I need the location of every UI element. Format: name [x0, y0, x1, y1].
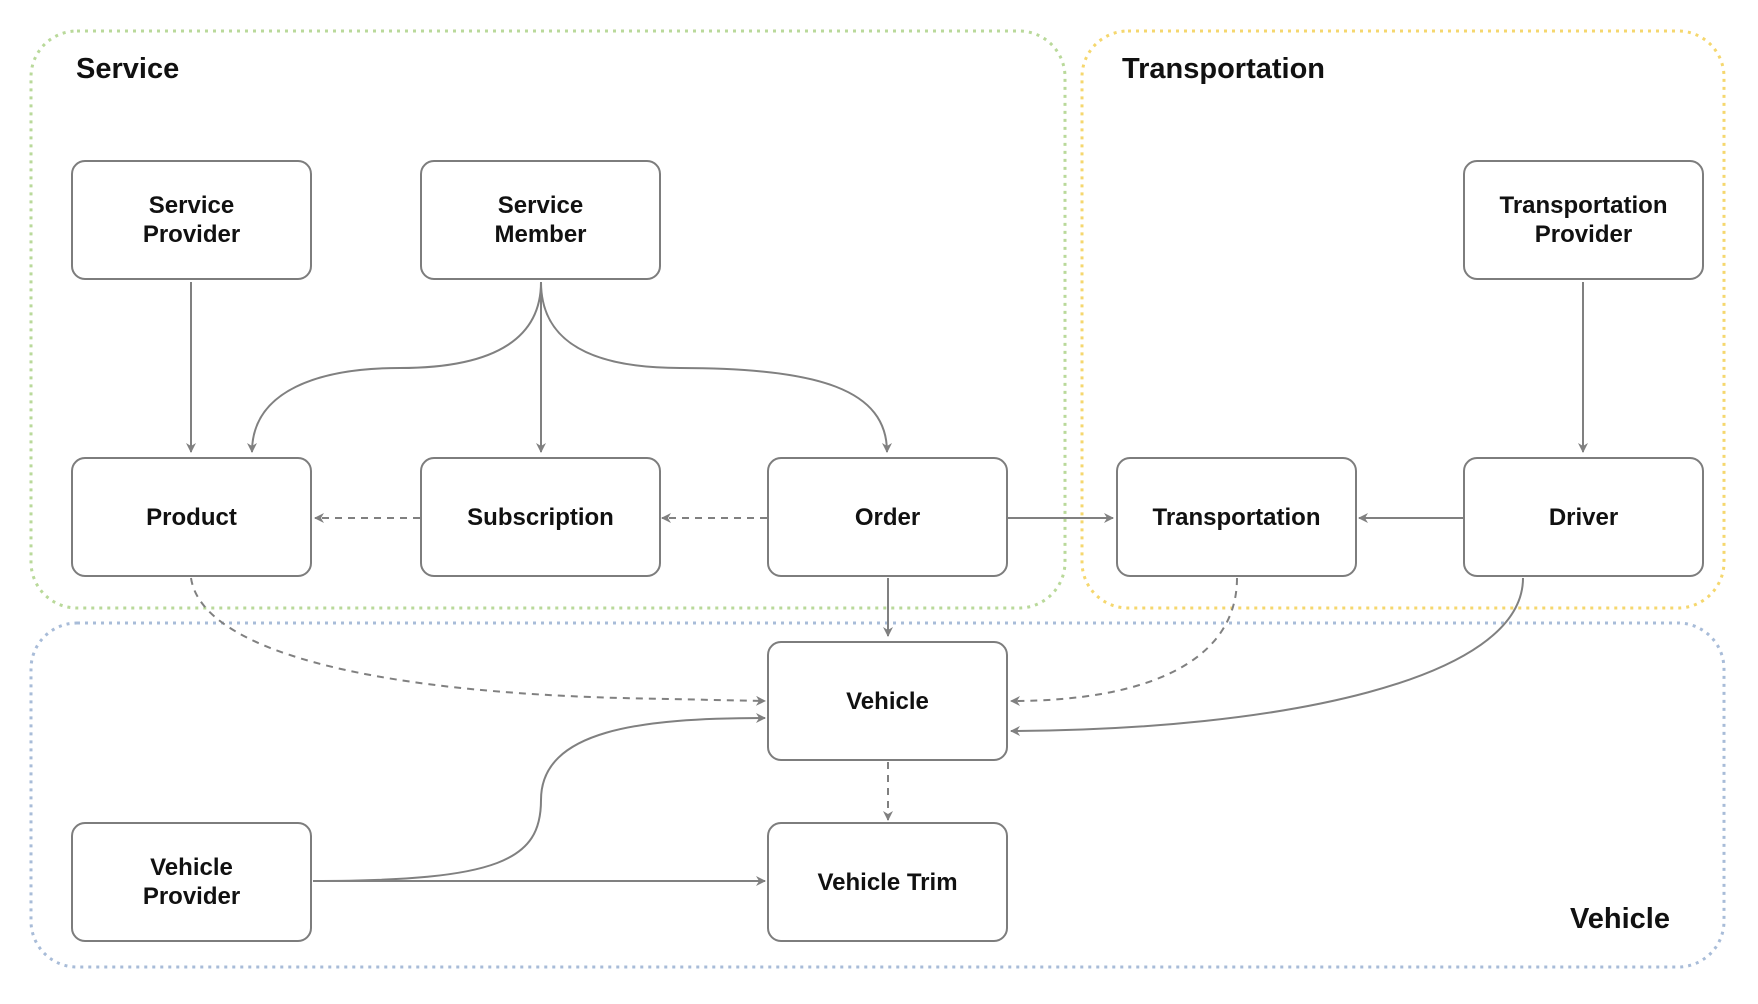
- node-label: Order: [854, 503, 921, 531]
- group-label-transportation: Transportation: [1122, 53, 1326, 85]
- edge-product-to-vehicle: [190, 577, 766, 706]
- node-label: Driver: [1548, 503, 1619, 531]
- edge-driver-to-vehicle: [1010, 577, 1524, 736]
- node-transportation[interactable]: Transportation: [1116, 457, 1357, 577]
- node-transportation-provider[interactable]: Transportation Provider: [1463, 160, 1704, 280]
- node-service-provider[interactable]: Service Provider: [71, 160, 312, 280]
- node-label: Vehicle Provider: [142, 854, 241, 910]
- node-label: Transportation Provider: [1499, 192, 1668, 248]
- group-vehicle-frame: [29, 621, 1726, 969]
- node-label: Product: [146, 503, 237, 531]
- node-order[interactable]: Order: [767, 457, 1008, 577]
- edge-vehicle-provider-to-vehicle: [312, 713, 766, 882]
- node-driver[interactable]: Driver: [1463, 457, 1704, 577]
- group-label-service: Service: [76, 53, 180, 85]
- node-label: Transportation: [1152, 503, 1321, 531]
- node-subscription[interactable]: Subscription: [420, 457, 661, 577]
- group-label-vehicle: Vehicle: [1570, 903, 1670, 935]
- group-transportation-frame: [1080, 29, 1726, 610]
- edge-service-member-to-order: [540, 281, 892, 453]
- node-label: Service Member: [494, 192, 587, 248]
- edge-transportation-to-vehicle: [1010, 577, 1238, 706]
- node-label: Vehicle: [846, 687, 929, 715]
- node-label: Subscription: [467, 503, 614, 531]
- node-service-member[interactable]: Service Member: [420, 160, 661, 280]
- node-label: Service Provider: [142, 192, 241, 248]
- node-vehicle-trim[interactable]: Vehicle Trim: [767, 822, 1008, 942]
- node-vehicle[interactable]: Vehicle: [767, 641, 1008, 761]
- edge-service-member-to-product: [247, 281, 542, 453]
- group-service-frame: [29, 29, 1067, 610]
- node-label: Vehicle Trim: [817, 868, 958, 896]
- node-product[interactable]: Product: [71, 457, 312, 577]
- node-vehicle-provider[interactable]: Vehicle Provider: [71, 822, 312, 942]
